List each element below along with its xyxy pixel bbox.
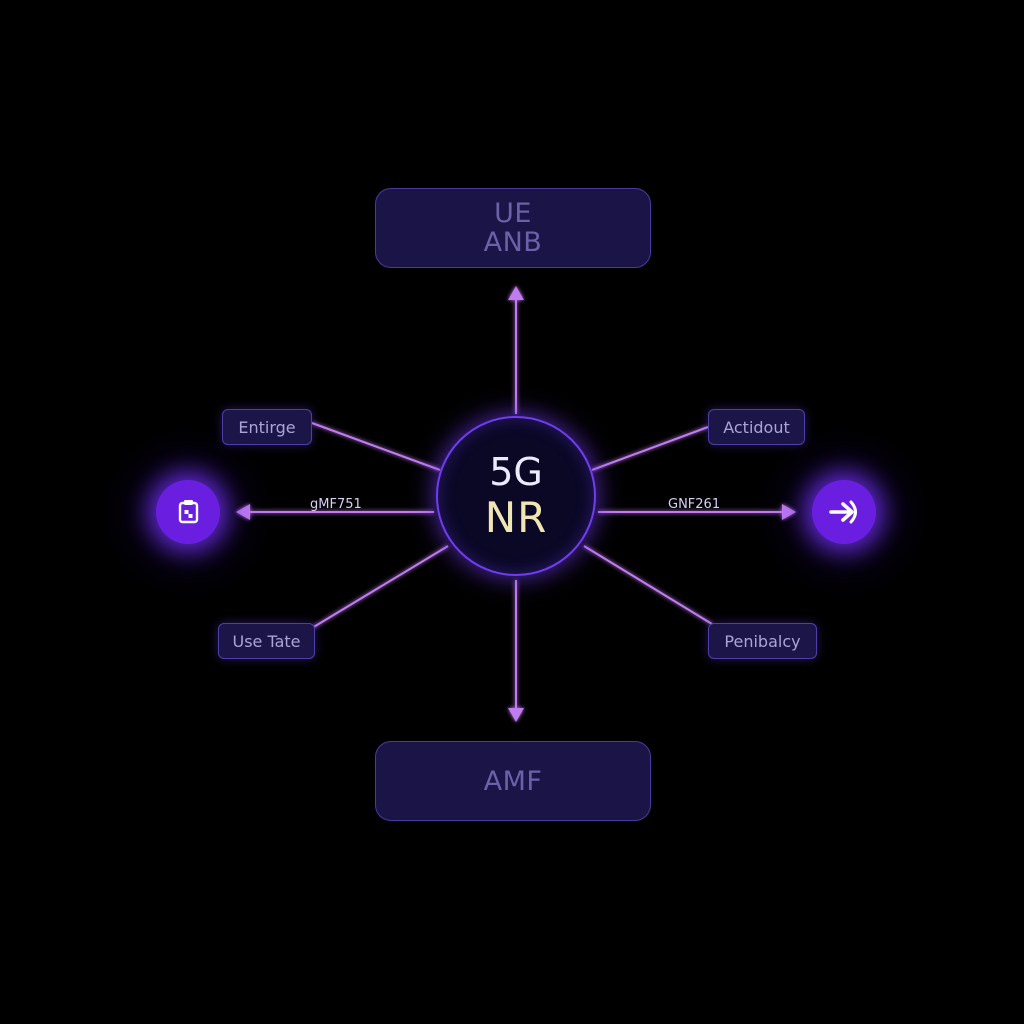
arrow-right-icon bbox=[829, 500, 857, 524]
arrowhead-right bbox=[782, 504, 796, 520]
node-ue-anb-line2: ANB bbox=[483, 227, 543, 258]
edge-hub-to-lower-left bbox=[311, 545, 449, 629]
clipboard-icon-orb bbox=[156, 480, 220, 544]
hub-line1: 5G bbox=[489, 450, 543, 494]
arrowhead-top bbox=[508, 286, 524, 300]
edge-hub-to-lower-right bbox=[583, 545, 713, 625]
edge-label-right: GNF261 bbox=[668, 497, 721, 512]
tag-entirge: Entirge bbox=[222, 409, 312, 445]
tag-use-tate-label: Use Tate bbox=[232, 631, 301, 651]
node-ue-anb-line1: UE bbox=[494, 198, 532, 229]
node-amf: AMF bbox=[375, 741, 651, 821]
tag-use-tate: Use Tate bbox=[218, 623, 315, 659]
tag-actidout-label: Actidout bbox=[723, 417, 790, 437]
hub-5g-nr: 5G NR bbox=[436, 416, 596, 576]
edge-hub-to-upper-left bbox=[311, 422, 441, 471]
tag-entirge-label: Entirge bbox=[238, 417, 296, 437]
arrow-right-icon-orb bbox=[812, 480, 876, 544]
node-amf-label: AMF bbox=[483, 765, 543, 797]
arrowhead-bottom bbox=[508, 708, 524, 722]
tag-actidout: Actidout bbox=[708, 409, 805, 445]
edge-label-left: gMF751 bbox=[310, 497, 362, 512]
tag-penibalcy-label: Penibalcy bbox=[724, 631, 801, 651]
node-ue-anb: UE ANB bbox=[375, 188, 651, 268]
arrowhead-left bbox=[236, 504, 250, 520]
tag-penibalcy: Penibalcy bbox=[708, 623, 817, 659]
hub-line2: NR bbox=[484, 493, 548, 542]
clipboard-icon bbox=[178, 500, 199, 524]
edge-hub-to-upper-right bbox=[591, 426, 709, 471]
